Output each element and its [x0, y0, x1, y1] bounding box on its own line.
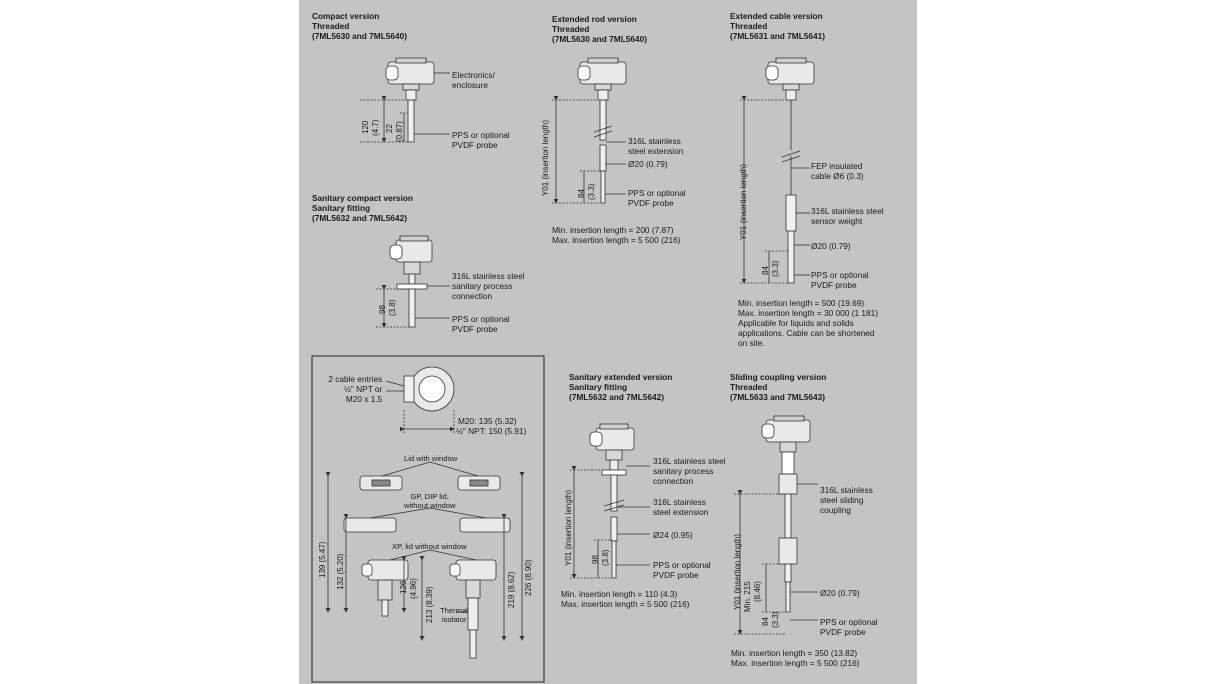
extended-cable-models: (7ML5631 and 7ML5641) [730, 31, 825, 41]
sliding-coupling-drawing [734, 415, 818, 635]
sliding-coupling-subtitle: Threaded [730, 382, 768, 392]
sanitary-extended-dim-98-in: (3.8) [601, 549, 610, 566]
enclosure-dim-139: 139 (5.47) [318, 541, 327, 578]
sanitary-extended-connection-label: 316L stainless steel sanitary process co… [653, 456, 726, 486]
extended-cable-dim-84-in: (3.3) [771, 260, 780, 277]
extended-cable-title: Extended cable version [730, 11, 823, 21]
sanitary-compact-subtitle: Sanitary fitting [312, 203, 371, 213]
sanitary-extended-extension-label: 316L stainless steel extension [653, 497, 709, 517]
compact-title: Compact version [312, 11, 380, 21]
compact-models: (7ML5630 and 7ML5640) [312, 31, 407, 41]
sanitary-extended-title: Sanitary extended version [569, 372, 673, 382]
sanitary-extended-note: Min. insertion length = 110 (4.3) Max. i… [561, 589, 690, 609]
enclosure-dim-126-in: (4.96) [409, 578, 418, 599]
dimension-drawings [311, 57, 818, 683]
extended-cable-subtitle: Threaded [730, 21, 768, 31]
compact-drawing [360, 57, 450, 143]
sliding-coupling-dim-min215: Min. 215 [743, 581, 752, 612]
compact-header: Compact version Threaded (7ML5630 and 7M… [312, 11, 407, 41]
sanitary-compact-connection-label: 316L stainless steel sanitary process co… [452, 271, 525, 301]
sliding-coupling-dim-84-in: (3.3) [771, 611, 780, 628]
sliding-coupling-dim-min215-in: (8.46) [753, 581, 762, 602]
enclosure-lid-window-label: Lid with window [404, 454, 458, 463]
sanitary-compact-probe-label: PPS or optional PVDF probe [452, 314, 510, 334]
enclosure-dim-226: 226 (8.90) [524, 559, 533, 596]
extended-rod-subtitle: Threaded [552, 24, 590, 34]
extended-rod-extension-label: 316L stainless steel extension [628, 136, 684, 156]
sanitary-compact-title: Sanitary compact version [312, 193, 413, 203]
sliding-coupling-diameter-label: Ø20 (0.79) [820, 588, 860, 598]
extended-rod-title: Extended rod version [552, 14, 637, 24]
sanitary-extended-header: Sanitary extended version Sanitary fitti… [569, 372, 672, 402]
extended-rod-models: (7ML5630 and 7ML5640) [552, 34, 647, 44]
enclosure-dim-213: 213 (8.39) [425, 586, 434, 623]
extended-cable-cable-label: FEP insulated cable Ø6 (0.3) [811, 161, 864, 181]
sliding-coupling-dim-y01: Y01 (insertion length) [733, 533, 742, 610]
extended-cable-probe-label: PPS or optional PVDF probe [811, 270, 869, 290]
extended-rod-header: Extended rod version Threaded (7ML5630 a… [552, 14, 647, 44]
enclosure-thermal-label: Thermal isolator [440, 606, 468, 624]
sanitary-extended-dim-98: 98 [591, 555, 600, 564]
extended-rod-note: Min. insertion length = 200 (7.87) Max. … [552, 225, 681, 245]
sliding-coupling-models: (7ML5633 and 7ML5643) [730, 392, 825, 402]
sliding-coupling-coupling-label: 316L stainless steel sliding coupling [820, 485, 873, 515]
enclosure-entries-label: 2 cable entries ½" NPT or M20 x 1.5 [328, 374, 383, 404]
extended-cable-drawing [740, 57, 815, 284]
extended-cable-weight-label: 316L stainless steel sensor weight [811, 206, 884, 226]
sanitary-compact-dim-98: 98 [378, 305, 387, 314]
enclosure-detail-box [311, 355, 545, 683]
enclosure-dim-132: 132 (5.20) [336, 553, 345, 590]
enclosure-gp-dip-label: GP, DIP lid, without window [404, 492, 456, 510]
compact-dim-22-in: (0.87) [395, 121, 404, 142]
sliding-coupling-note: Min. insertion length = 350 (13.82) Max.… [731, 648, 860, 668]
sliding-coupling-title: Sliding coupling version [730, 372, 827, 382]
compact-electronics-label: Electronics/ enclosure [452, 70, 495, 90]
extended-rod-probe-label: PPS or optional PVDF probe [628, 188, 686, 208]
sanitary-extended-subtitle: Sanitary fitting [569, 382, 628, 392]
extended-cable-header: Extended cable version Threaded (7ML5631… [730, 11, 825, 41]
compact-dim-120: 120 [361, 120, 370, 134]
extended-rod-drawing [552, 57, 627, 204]
sanitary-compact-drawing [376, 235, 450, 328]
sanitary-extended-drawing [570, 423, 650, 579]
sanitary-compact-header: Sanitary compact version Sanitary fittin… [312, 193, 413, 223]
extended-rod-dim-84: 84 [577, 189, 586, 198]
sanitary-compact-models: (7ML5632 and 7ML5642) [312, 213, 407, 223]
extended-rod-dim-84-in: (3.3) [587, 183, 596, 200]
enclosure-dim-126: 126 [399, 580, 408, 594]
extended-rod-diameter-label: Ø20 (0.79) [628, 159, 668, 169]
compact-probe-label: PPS or optional PVDF probe [452, 130, 510, 150]
sanitary-extended-probe-label: PPS or optional PVDF probe [653, 560, 711, 580]
extended-cable-note: Min. insertion length = 500 (19.69) Max.… [738, 298, 878, 348]
sanitary-extended-dim-y01: Y01 (insertion length) [564, 489, 573, 566]
extended-cable-dim-84: 84 [761, 266, 770, 275]
sanitary-compact-dim-98-in: (3.8) [388, 299, 397, 316]
enclosure-xp-label: XP, lid without window [392, 542, 467, 551]
compact-dim-22: 22 [385, 124, 394, 133]
sliding-coupling-dim-84: 84 [761, 617, 770, 626]
compact-subtitle: Threaded [312, 21, 350, 31]
extended-cable-diameter-label: Ø20 (0.79) [811, 241, 851, 251]
sanitary-extended-models: (7ML5632 and 7ML5642) [569, 392, 664, 402]
extended-rod-dim-y01: Y01 (insertion length) [541, 119, 550, 196]
sliding-coupling-header: Sliding coupling version Threaded (7ML56… [730, 372, 826, 402]
sanitary-extended-diameter-label: Ø24 (0.95) [653, 530, 693, 540]
enclosure-m20-label: M20: 135 (5.32) [458, 416, 517, 426]
enclosure-npt-label: ½" NPT: 150 (5.91) [456, 426, 527, 436]
enclosure-dim-219: 219 (8.62) [507, 571, 516, 608]
compact-dim-120-in: (4.7) [371, 119, 380, 136]
sliding-coupling-probe-label: PPS or optional PVDF probe [820, 617, 878, 637]
extended-cable-dim-y01: Y01 (insertion length) [739, 163, 748, 240]
